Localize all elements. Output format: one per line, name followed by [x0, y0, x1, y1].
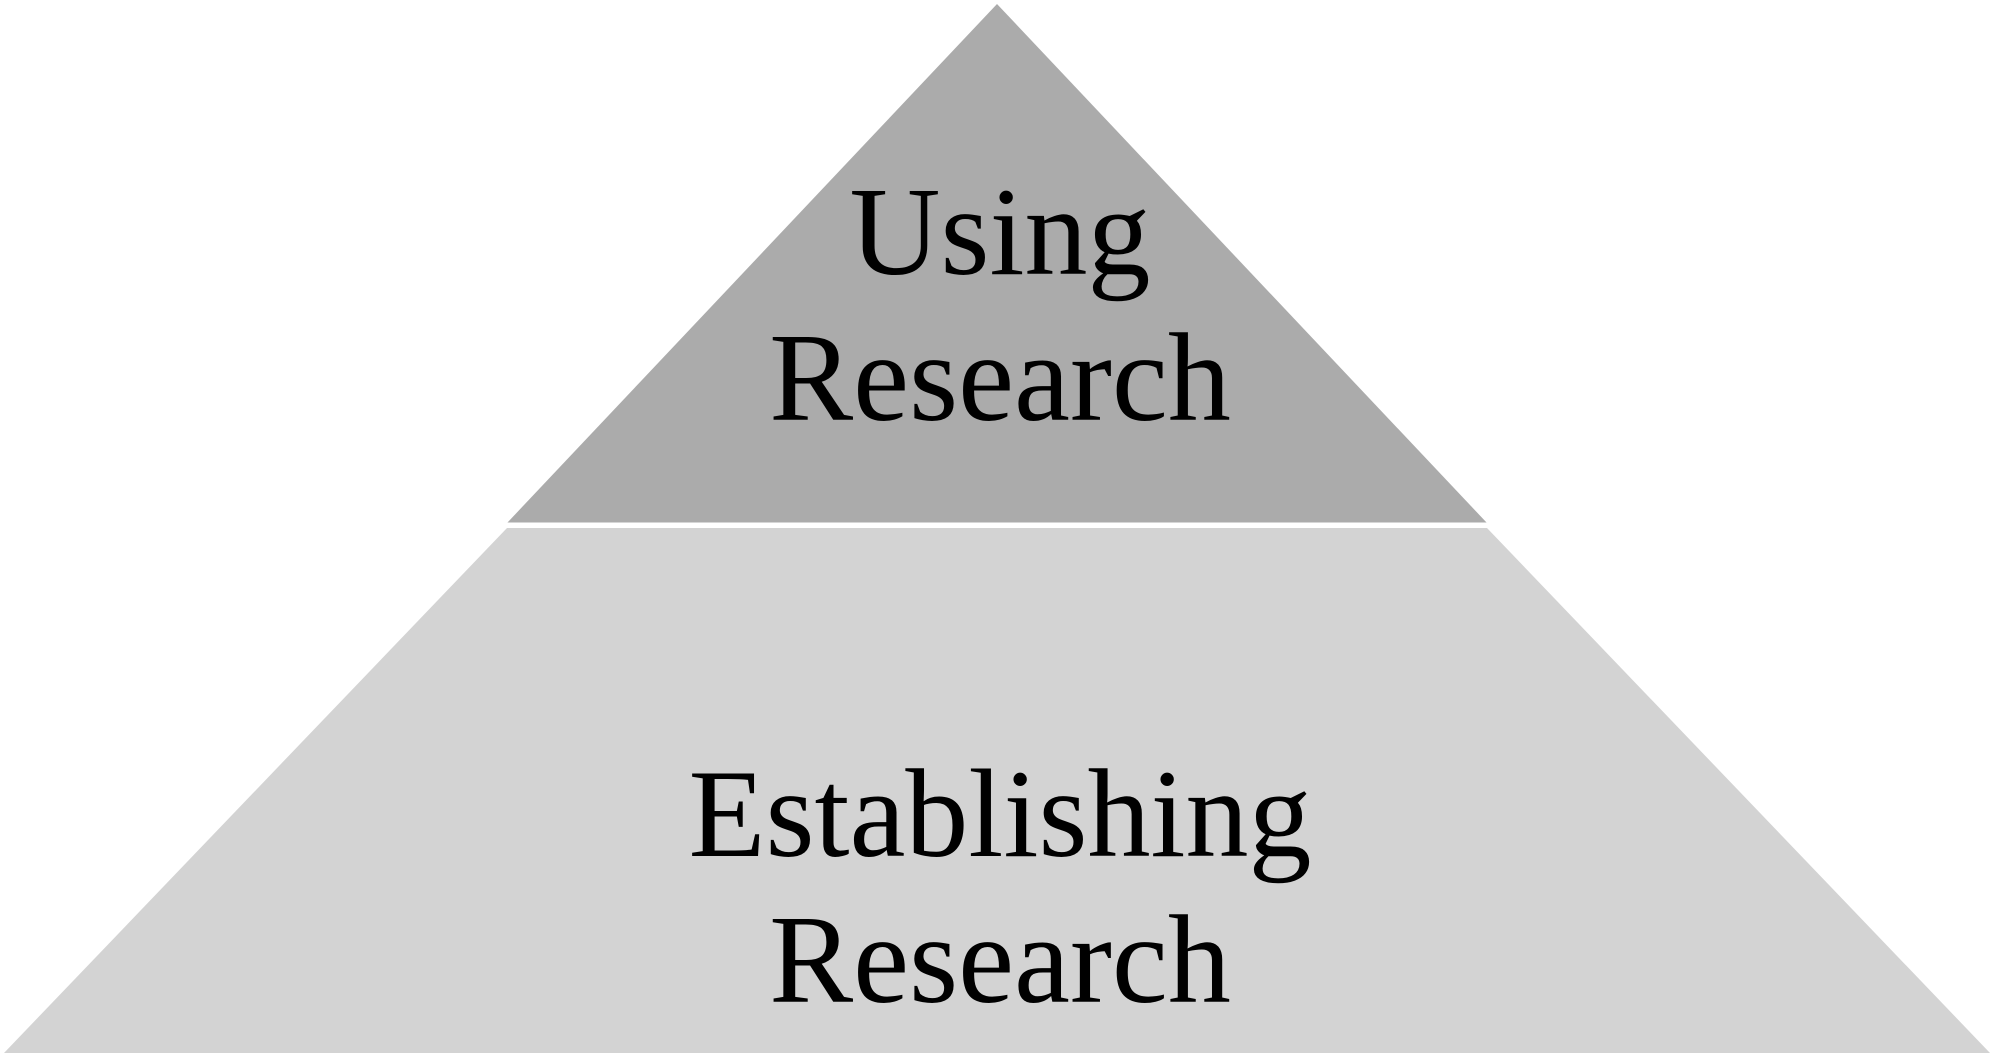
bottom-tier-label: Establishing Research	[500, 742, 1500, 1034]
top-tier-label: Using Research	[600, 160, 1400, 452]
pyramid-tier-bottom	[4, 528, 1990, 1053]
pyramid-tier-top	[507, 4, 1487, 523]
bottom-tier-label-line-1: Establishing	[688, 745, 1312, 884]
top-tier-label-line-2: Research	[769, 309, 1231, 448]
top-tier-label-line-1: Using	[849, 163, 1151, 302]
bottom-tier-label-line-2: Research	[769, 891, 1231, 1030]
